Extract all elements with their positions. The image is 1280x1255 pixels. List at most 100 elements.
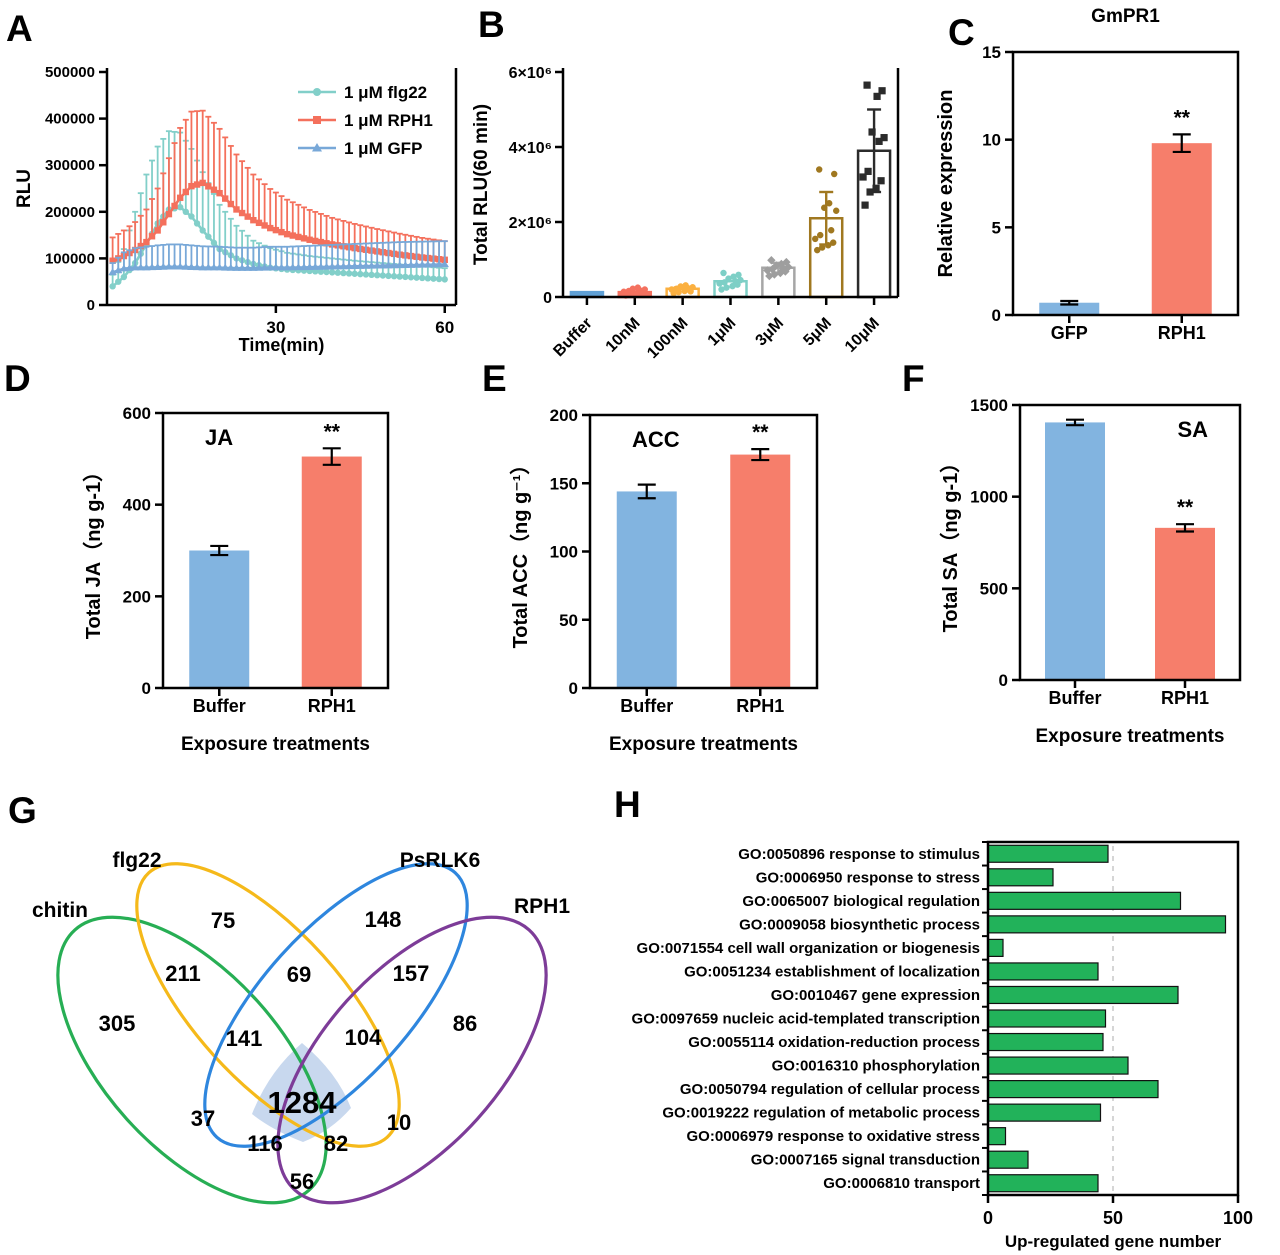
hbar xyxy=(987,868,1054,887)
d-xlabel: Exposure treatments xyxy=(181,734,370,755)
hbar xyxy=(987,1150,1029,1169)
d-ytick: 400 xyxy=(123,496,151,515)
venn-count: 69 xyxy=(287,962,311,987)
e-ytick: 200 xyxy=(550,406,578,425)
b-xtick: 10μM xyxy=(842,315,883,356)
venn-count: 10 xyxy=(387,1110,411,1135)
go-term-label: GO:0010467 gene expression xyxy=(771,987,980,1004)
panel-g-letter: G xyxy=(8,790,37,831)
bar-RPH1 xyxy=(730,454,791,688)
bar-RPH1 xyxy=(1151,143,1212,315)
venn-count: 211 xyxy=(165,961,201,986)
hbar xyxy=(987,1127,1007,1146)
b-ylabel: Total RLU(60 min) xyxy=(471,104,492,265)
e-ytick: 100 xyxy=(550,543,578,562)
series-1-μM-RPH1 xyxy=(109,109,448,264)
venn-count: 148 xyxy=(365,907,402,932)
go-term-label: GO:0006810 transport xyxy=(823,1175,980,1192)
c-ytick: 5 xyxy=(992,218,1001,237)
hbar xyxy=(987,1174,1099,1193)
c-ylabel: Relative expression xyxy=(935,90,957,278)
a-ytick: 500000 xyxy=(45,64,95,81)
go-term-label: GO:0007165 signal transduction xyxy=(751,1152,980,1169)
f-ytick: 1000 xyxy=(970,488,1008,507)
f-ytick: 1500 xyxy=(970,396,1008,415)
hbar xyxy=(987,985,1179,1005)
h-xlabel: Up-regulated gene number xyxy=(1005,1232,1222,1251)
a-ylabel: RLU xyxy=(14,169,35,208)
b-ytick: 6×10⁶ xyxy=(509,65,552,82)
h-xtick: 0 xyxy=(983,1208,993,1228)
go-term-label: GO:0065007 biological regulation xyxy=(742,893,980,910)
venn-set-label-chitin: chitin xyxy=(32,899,88,922)
plot-h: GO:0050896 response to stimulusGO:000695… xyxy=(632,840,1253,1251)
b-xtick: 1μM xyxy=(705,315,740,350)
venn-count: 1284 xyxy=(268,1085,338,1120)
venn-count: 104 xyxy=(345,1025,382,1050)
go-term-label: GO:0009058 biosynthetic process xyxy=(739,916,980,933)
f-ytick: 0 xyxy=(999,671,1008,690)
e-xtick: Buffer xyxy=(620,696,673,716)
b-ytick: 4×10⁶ xyxy=(509,140,552,157)
d-ytick: 0 xyxy=(142,679,151,698)
venn-count: 157 xyxy=(393,961,430,986)
f-ytick: 500 xyxy=(980,579,1008,598)
hbar xyxy=(987,915,1227,934)
bar-Buffer xyxy=(189,550,250,688)
c-ytick: 0 xyxy=(992,306,1001,325)
d-xtick: RPH1 xyxy=(308,696,356,716)
sig-asterisks: ** xyxy=(324,420,341,443)
c-ytick: 10 xyxy=(982,131,1001,150)
c-title: GmPR1 xyxy=(1091,6,1160,27)
a-ytick: 100000 xyxy=(45,250,95,267)
d-ytick: 600 xyxy=(123,404,151,423)
bar-Buffer xyxy=(616,491,677,688)
go-term-label: GO:0016310 phosphorylation xyxy=(772,1058,980,1075)
go-term-label: GO:0019222 regulation of metabolic proce… xyxy=(662,1105,980,1122)
b-xtick: 100nM xyxy=(644,315,691,362)
hbar xyxy=(987,1056,1129,1075)
hbar xyxy=(987,962,1099,981)
venn-ellipse-chitin xyxy=(56,915,328,1205)
f-xtick: Buffer xyxy=(1049,688,1102,708)
venn-set-label-PsRLK6: PsRLK6 xyxy=(400,849,481,872)
b-xtick: 5μM xyxy=(800,315,835,350)
b-xtick: Buffer xyxy=(550,315,595,360)
venn-count: 82 xyxy=(324,1131,348,1156)
go-term-label: GO:0006950 response to stress xyxy=(756,869,980,886)
legend-label: 1 μM RPH1 xyxy=(344,111,433,130)
venn-center-shade xyxy=(252,1043,351,1142)
a-ytick: 200000 xyxy=(45,204,95,221)
f-inner-label: SA xyxy=(1177,417,1208,442)
go-term-label: GO:0071554 cell wall organization or bio… xyxy=(637,940,980,957)
legend-label: 1 μM GFP xyxy=(344,139,422,158)
venn-set-label-RPH1: RPH1 xyxy=(514,895,570,918)
go-term-label: GO:0051234 establishment of localization xyxy=(684,963,980,980)
a-ytick: 0 xyxy=(87,297,95,314)
b-xtick: 3μM xyxy=(753,315,788,350)
panel-d-letter: D xyxy=(4,358,31,399)
series-1-μM-GFP xyxy=(108,240,449,276)
bar-RPH1 xyxy=(1155,527,1215,680)
a-xlabel: Time(min) xyxy=(239,335,325,355)
b-ytick: 0 xyxy=(543,290,552,307)
a-ytick: 400000 xyxy=(45,111,95,128)
bar-GFP xyxy=(1039,302,1100,315)
hbar xyxy=(987,1009,1107,1028)
go-term-label: GO:0006979 response to oxidative stress xyxy=(687,1128,980,1145)
d-inner-label: JA xyxy=(205,425,233,450)
c-xtick: RPH1 xyxy=(1158,323,1206,343)
